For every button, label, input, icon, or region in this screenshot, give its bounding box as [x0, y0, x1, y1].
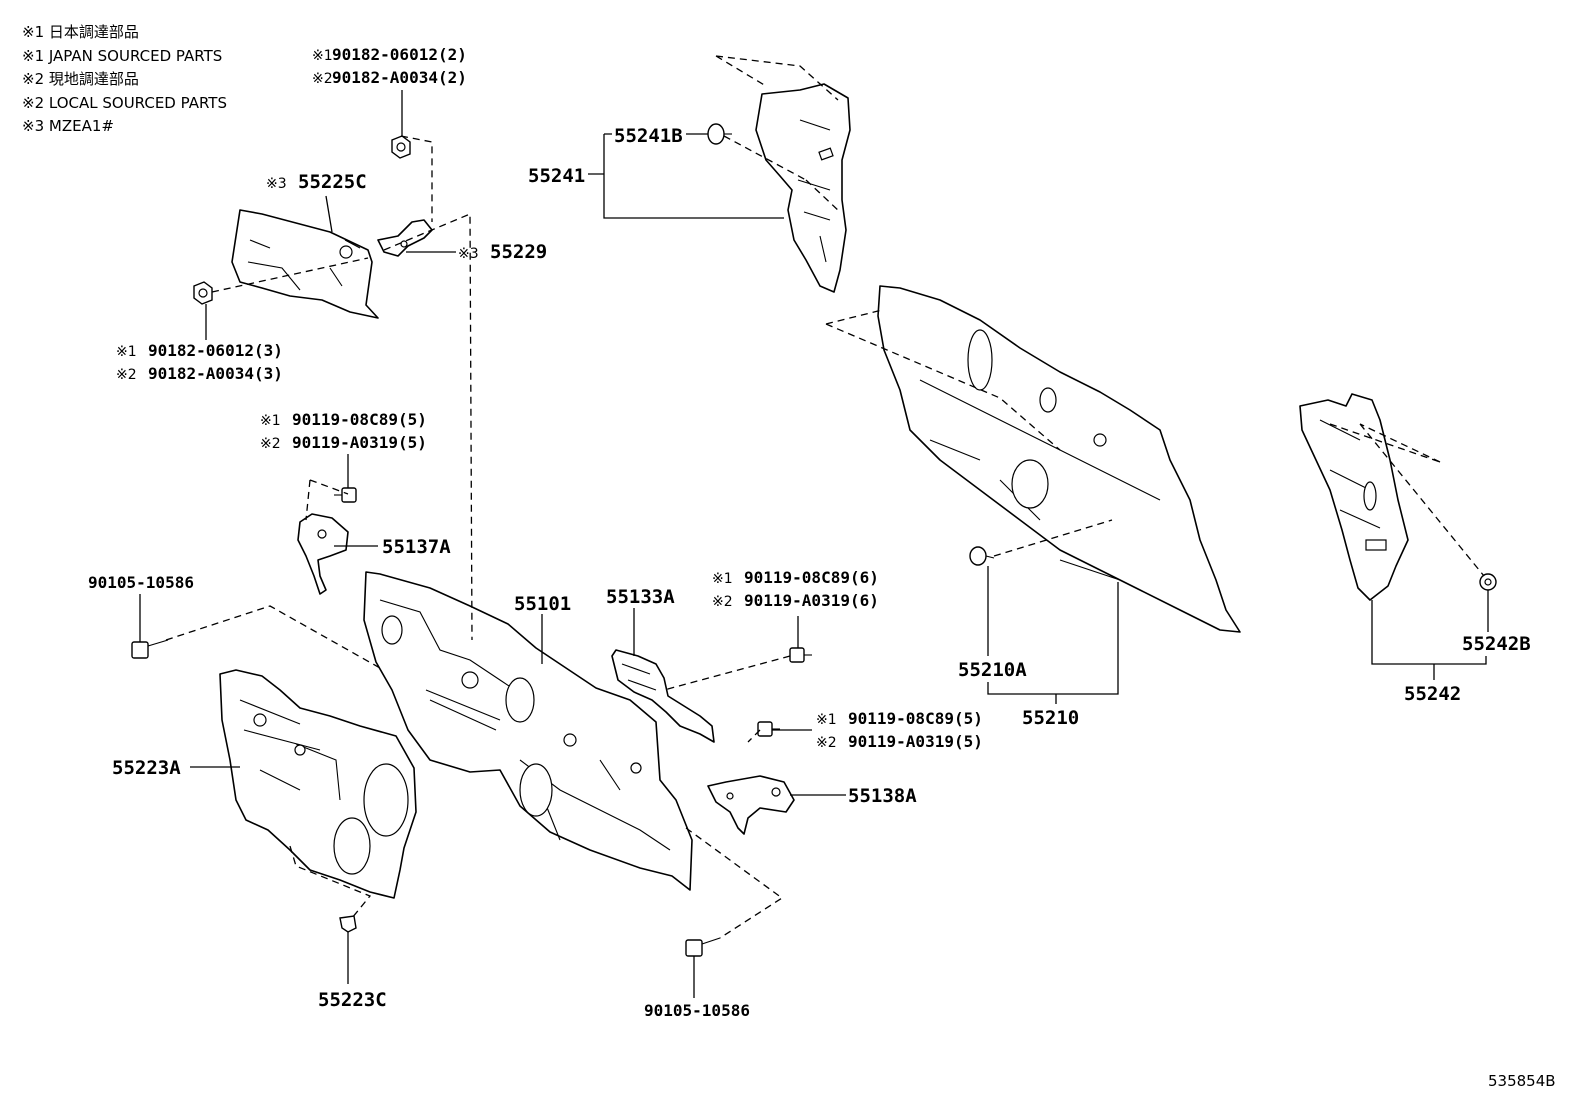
- label-90182-left-1: 90182-06012(3): [148, 341, 283, 360]
- mark-1-6: ※1: [712, 571, 733, 587]
- label-55241b: 55241B: [614, 125, 683, 147]
- label-90119-5a-2: 90119-A0319(5): [292, 433, 427, 452]
- clip-55242b: [1479, 573, 1497, 591]
- part-labels: ※1 90182-06012(2) ※2 90182-A0034(2) ※3 5…: [88, 45, 1531, 1020]
- label-55242b: 55242B: [1462, 633, 1531, 655]
- label-55242: 55242: [1404, 683, 1461, 705]
- insulator-55133a: [611, 649, 715, 743]
- label-90182-left-2: 90182-A0034(3): [148, 364, 283, 383]
- label-90119-6-1: 90119-08C89(6): [744, 568, 879, 587]
- mark-1-5b: ※1: [816, 712, 837, 728]
- bolt-90119-6: [789, 647, 812, 663]
- label-55101: 55101: [514, 593, 571, 615]
- label-90182-top-2: 90182-A0034(2): [332, 68, 467, 87]
- insulator-55242: [1299, 393, 1409, 601]
- label-90119-6-2: 90119-A0319(6): [744, 591, 879, 610]
- note-1-en: ※1 JAPAN SOURCED PARTS: [22, 47, 222, 65]
- nut-90182-left: [193, 281, 213, 305]
- label-90119-5b-2: 90119-A0319(5): [848, 732, 983, 751]
- mark-2-left: ※2: [116, 367, 137, 383]
- label-90119-5b-1: 90119-08C89(5): [848, 709, 983, 728]
- nut-90182-top: [391, 135, 411, 159]
- label-55229: 55229: [490, 241, 547, 263]
- bracket-55137a: [297, 513, 349, 595]
- notes-legend: ※1 日本調達部品 ※1 JAPAN SOURCED PARTS ※2 現地調達…: [22, 23, 227, 135]
- clip-55241b: [707, 123, 732, 145]
- mark-3-55225c: ※3: [266, 176, 287, 192]
- label-55133a: 55133A: [606, 586, 675, 608]
- note-2-jp: ※2 現地調達部品: [22, 70, 139, 88]
- bolt-90119-lower: [757, 721, 780, 737]
- diagram-reference-number: 535854B: [1488, 1072, 1556, 1090]
- mark-2-5b: ※2: [816, 735, 837, 751]
- mark-2-6: ※2: [712, 594, 733, 610]
- mark-1-top: ※1: [312, 48, 333, 64]
- label-55137a: 55137A: [382, 536, 451, 558]
- label-55210a: 55210A: [958, 659, 1027, 681]
- label-55223a: 55223A: [112, 757, 181, 779]
- bolt-90105-bottom: [685, 937, 721, 957]
- insulator-55225c: [231, 209, 379, 319]
- bracket-55138a: [707, 775, 795, 835]
- label-55241: 55241: [528, 165, 585, 187]
- label-90105-bottom: 90105-10586: [644, 1001, 750, 1020]
- clip-55223c: [339, 915, 357, 933]
- dash-panel-55101: [363, 571, 693, 891]
- mark-2-top: ※2: [312, 71, 333, 87]
- insulator-55210: [877, 285, 1241, 633]
- bolt-90105-left: [131, 639, 169, 659]
- insulator-55241: [755, 83, 851, 293]
- label-55138a: 55138A: [848, 785, 917, 807]
- label-90105-left: 90105-10586: [88, 573, 194, 592]
- leader-lines: [139, 90, 1489, 998]
- label-55223c: 55223C: [318, 989, 387, 1011]
- note-3: ※3 MZEA1#: [22, 117, 114, 135]
- insulator-55223a: [219, 669, 417, 899]
- mark-3-55229: ※3: [458, 246, 479, 262]
- mark-1-left: ※1: [116, 344, 137, 360]
- label-55225c: 55225C: [298, 171, 367, 193]
- mark-2-5a: ※2: [260, 436, 281, 452]
- bolt-90119-upper: [334, 487, 357, 503]
- mark-1-5a: ※1: [260, 413, 281, 429]
- label-55210: 55210: [1022, 707, 1079, 729]
- bracket-55229: [377, 219, 433, 257]
- clip-55210a: [969, 546, 995, 566]
- note-2-en: ※2 LOCAL SOURCED PARTS: [22, 94, 227, 112]
- label-90182-top-1: 90182-06012(2): [332, 45, 467, 64]
- note-1-jp: ※1 日本調達部品: [22, 23, 139, 41]
- assembly-lines: [165, 55, 1485, 939]
- label-90119-5a-1: 90119-08C89(5): [292, 410, 427, 429]
